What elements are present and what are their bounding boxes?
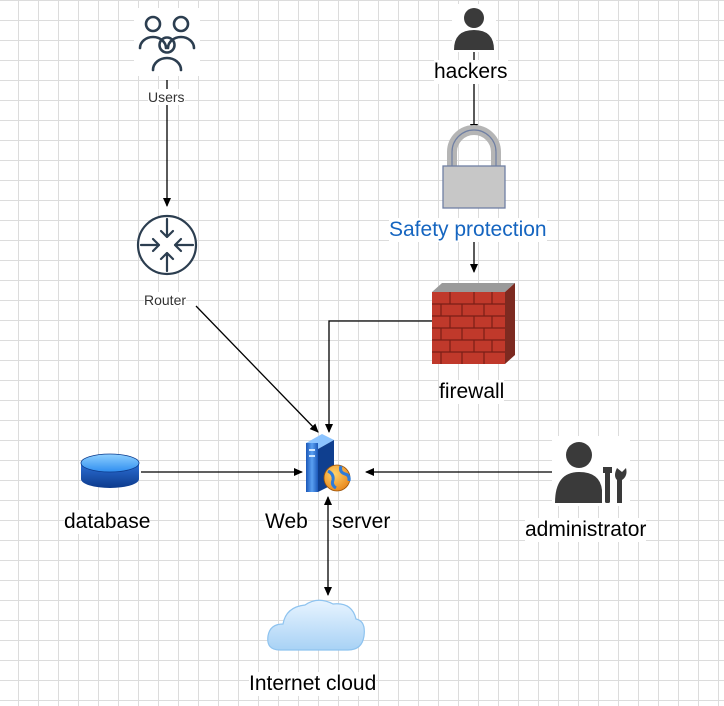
brick-wall-icon[interactable]	[432, 283, 515, 364]
edge-firewall-webserver[interactable]	[325, 320, 432, 433]
safety-protection-label: Safety protection	[389, 218, 547, 243]
web-server-icon[interactable]	[306, 434, 351, 492]
person-icon[interactable]	[452, 4, 496, 52]
administrator-label: administrator	[525, 518, 647, 543]
server-label: server	[332, 510, 391, 535]
database-label: database	[64, 510, 151, 535]
admin-tools-icon[interactable]	[552, 436, 630, 506]
users-label: Users	[148, 89, 185, 106]
edge-router-webserver[interactable]	[195, 305, 319, 433]
database-disk-icon[interactable]	[80, 453, 140, 488]
internet-cloud-label: Internet cloud	[249, 672, 377, 697]
router-label: Router	[144, 292, 187, 309]
padlock-icon[interactable]	[442, 125, 506, 209]
hackers-label: hackers	[434, 60, 508, 85]
firewall-label: firewall	[439, 380, 505, 405]
router-icon[interactable]	[136, 214, 198, 276]
cloud-icon[interactable]	[267, 599, 365, 651]
web-label: Web	[265, 510, 308, 535]
users-icon[interactable]	[134, 8, 200, 76]
